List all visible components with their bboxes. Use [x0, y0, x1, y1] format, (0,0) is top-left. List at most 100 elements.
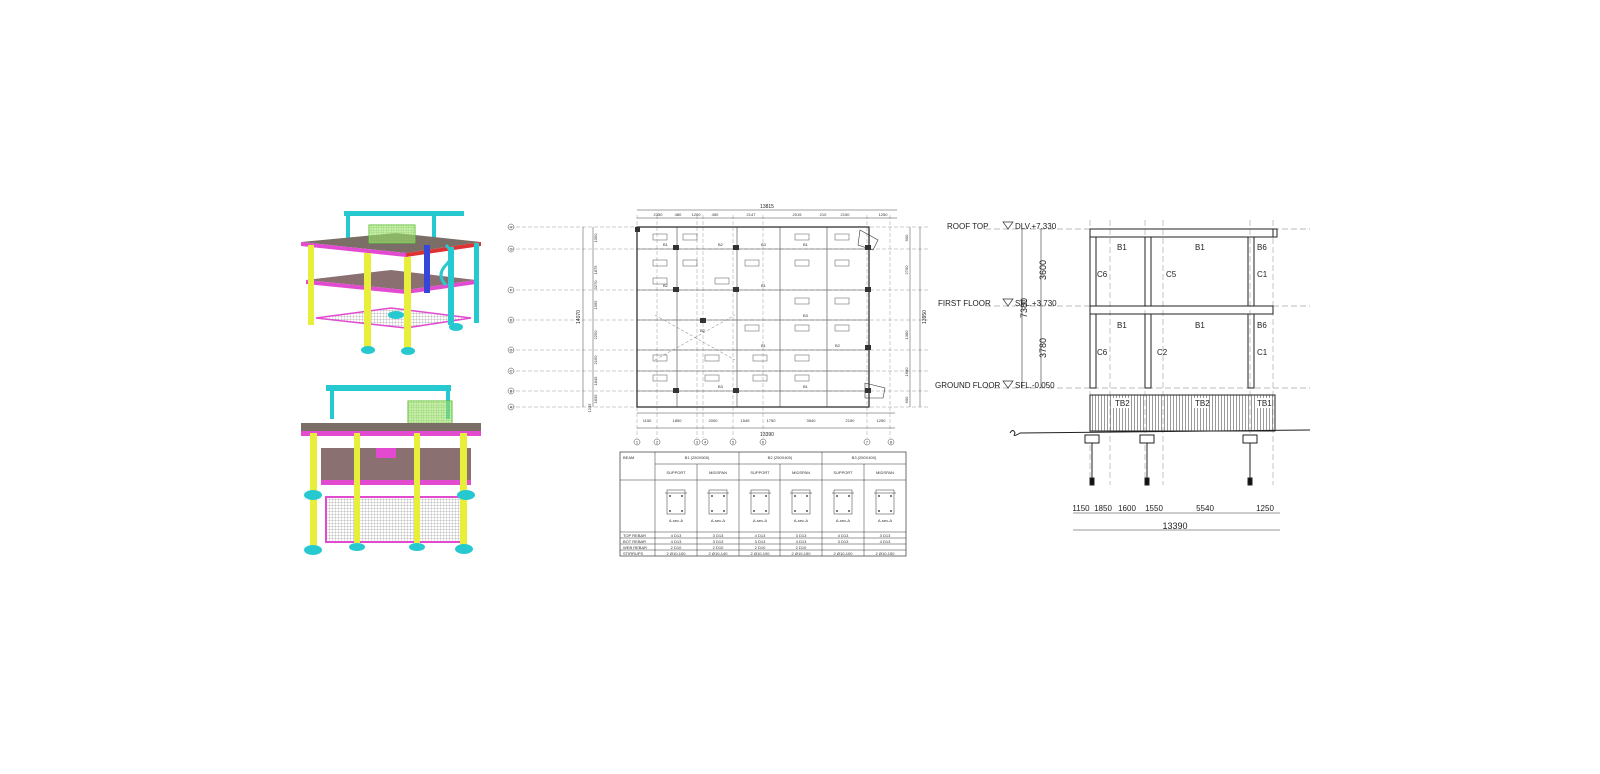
svg-text:5: 5: [732, 440, 735, 445]
beam-tag: B2: [835, 343, 841, 348]
svg-text:2350: 2350: [654, 212, 664, 217]
svg-text:1200: 1200: [692, 212, 702, 217]
svg-text:3: 3: [696, 440, 699, 445]
svg-text:2 Ø10-150: 2 Ø10-150: [876, 551, 896, 556]
svg-text:1845: 1845: [593, 376, 598, 386]
svg-text:3 D13: 3 D13: [796, 533, 807, 538]
floor-plan-panel: B1 B2 B3 B1 B2 B1 B3 B2 B1 B2 B3 B1 1381…: [505, 200, 935, 570]
svg-text:600: 600: [904, 396, 909, 403]
plan-top-dims: 2350 480 1200 450 2147 2015 210 2150 125…: [654, 212, 889, 217]
svg-text:SUPPORT: SUPPORT: [666, 470, 686, 475]
table-row-bot-rebar: BOT REBAR 4 D13 3 D13 3 D13 4 D13 3 D13 …: [623, 539, 891, 544]
building-section-panel: ROOF TOP DLV.+7.330 FIRST FLOOR SFL.+3.7…: [935, 215, 1315, 555]
plan-top-total-dim: 13815: [760, 204, 774, 210]
beam-tag: B3: [718, 384, 724, 389]
ground-line: [1009, 429, 1311, 436]
level-first-elev: SFL.+3.730: [1015, 299, 1057, 308]
svg-text:BOT REBAR: BOT REBAR: [623, 539, 646, 544]
svg-text:E: E: [510, 318, 513, 323]
svg-text:2150: 2150: [593, 355, 598, 365]
plan-slab-tags: [652, 233, 850, 382]
svg-text:4 D13: 4 D13: [838, 533, 849, 538]
svg-text:3270: 3270: [593, 280, 598, 290]
svg-text:2 Ø10-150: 2 Ø10-150: [792, 551, 812, 556]
svg-text:1250: 1250: [879, 212, 889, 217]
level-ground-elev: SFL.-0.050: [1015, 381, 1055, 390]
svg-text:1250: 1250: [1256, 504, 1274, 513]
section-grid-lines: [1089, 220, 1274, 485]
svg-text:SUPPORT: SUPPORT: [833, 470, 853, 475]
table-header-beam: BEAM: [623, 455, 634, 460]
svg-text:C1: C1: [1257, 270, 1268, 279]
svg-text:TB2: TB2: [1115, 399, 1130, 408]
svg-text:4 D13: 4 D13: [880, 539, 891, 544]
svg-text:A-sec-A: A-sec-A: [753, 518, 768, 523]
svg-text:1250: 1250: [877, 418, 887, 423]
svg-text:2700: 2700: [904, 265, 909, 275]
svg-text:C2: C2: [1157, 348, 1168, 357]
section-upper-labels: B1 B1 B6 C6 C5 C1: [1097, 243, 1268, 279]
plan-right-total-dim: 13950: [922, 310, 928, 324]
svg-text:1550: 1550: [1145, 504, 1163, 513]
svg-text:2015: 2015: [793, 212, 803, 217]
svg-text:C1: C1: [1257, 348, 1268, 357]
svg-text:B1: B1: [1117, 321, 1127, 330]
svg-text:MIDSPAN: MIDSPAN: [709, 470, 727, 475]
svg-text:1: 1: [636, 440, 639, 445]
beam-tag: B1: [761, 283, 767, 288]
svg-text:2000: 2000: [709, 418, 719, 423]
svg-text:A-sec-A: A-sec-A: [711, 518, 726, 523]
svg-text:2147: 2147: [747, 212, 757, 217]
svg-text:A-sec-A: A-sec-A: [669, 518, 684, 523]
level-ground-name: GROUND FLOOR: [935, 381, 1001, 390]
lower-3d-model: [301, 385, 481, 555]
level-roof-elev: DLV.+7.330: [1015, 222, 1057, 231]
svg-text:B6: B6: [1257, 321, 1267, 330]
svg-text:1850: 1850: [673, 418, 683, 423]
plan-bottom-total-dim: 13390: [760, 432, 774, 438]
table-row-top-rebar: TOP REBAR 4 D13 3 D13 4 D13 3 D13 4 D13 …: [623, 533, 891, 538]
svg-text:TOP REBAR: TOP REBAR: [623, 533, 646, 538]
svg-text:2 Ø10-100: 2 Ø10-100: [751, 551, 771, 556]
svg-text:4 D13: 4 D13: [796, 539, 807, 544]
svg-text:4 D13: 4 D13: [671, 533, 682, 538]
svg-text:SUPPORT: SUPPORT: [750, 470, 770, 475]
svg-text:1835: 1835: [593, 394, 598, 404]
svg-text:1380: 1380: [904, 330, 909, 340]
height-dim-upper: 3600: [1038, 260, 1048, 280]
svg-text:1750: 1750: [767, 418, 777, 423]
plan-outline: [636, 226, 870, 408]
svg-text:1545: 1545: [741, 418, 751, 423]
svg-text:C6: C6: [1097, 348, 1108, 357]
svg-text:450: 450: [712, 212, 719, 217]
beam-tag: B2: [700, 328, 706, 333]
svg-text:2: 2: [656, 440, 659, 445]
table-header-b3: B3 (250X400): [852, 455, 877, 460]
beam-tag: B1: [663, 242, 669, 247]
floor-plan-drawing: B1 B2 B3 B1 B2 B1 B3 B2 B1 B2 B3 B1 1381…: [507, 204, 930, 557]
svg-text:2150: 2150: [841, 212, 851, 217]
plan-columns: [635, 227, 871, 393]
section-frame: [1089, 228, 1278, 389]
svg-text:8: 8: [890, 440, 893, 445]
plan-left-grid-bubbles: H G F E D C B A: [507, 223, 515, 411]
table-header-b1: B1 (250X500): [685, 455, 710, 460]
svg-text:C6: C6: [1097, 270, 1108, 279]
svg-text:4 D13: 4 D13: [755, 533, 766, 538]
level-roof-name: ROOF TOP: [947, 222, 989, 231]
beam-tag: B2: [718, 242, 724, 247]
svg-text:WEB REBAR: WEB REBAR: [623, 545, 647, 550]
svg-text:TB2: TB2: [1195, 399, 1210, 408]
svg-text:3 D13: 3 D13: [713, 539, 724, 544]
table-row-web-rebar: WEB REBAR 2 D10 2 D10 2 D10 2 D10: [623, 545, 807, 550]
svg-text:900: 900: [904, 234, 909, 241]
svg-text:4 D13: 4 D13: [671, 539, 682, 544]
svg-text:1850: 1850: [1094, 504, 1112, 513]
svg-text:1875: 1875: [593, 265, 598, 275]
svg-text:TB1: TB1: [1257, 399, 1272, 408]
svg-text:3540: 3540: [807, 418, 817, 423]
svg-text:1565: 1565: [593, 300, 598, 310]
svg-text:5540: 5540: [1196, 504, 1214, 513]
svg-text:3 D13: 3 D13: [880, 533, 891, 538]
svg-text:2 Ø10-100: 2 Ø10-100: [834, 551, 854, 556]
